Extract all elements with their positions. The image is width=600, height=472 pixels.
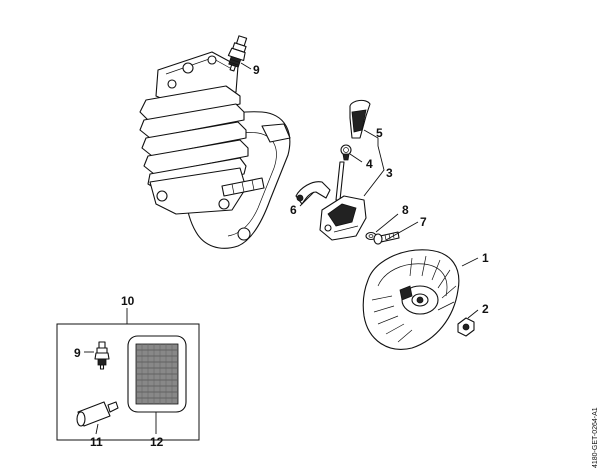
callout-11: 11: [90, 435, 103, 449]
callout-10: 10: [121, 294, 135, 308]
callout-8: 8: [402, 203, 409, 217]
ignition-module-drawing: [319, 195, 367, 241]
callout-1: 1: [482, 251, 489, 265]
air-filter-drawing: [127, 335, 187, 413]
callout-9-box: 9: [74, 346, 81, 360]
leader-lines: [84, 62, 479, 435]
reference-code: 4180-GET-0264-A1: [592, 407, 599, 468]
callout-12: 12: [150, 435, 164, 449]
engine-cylinder-drawing: [139, 51, 291, 249]
short-circuit-wire-drawing: [295, 181, 331, 205]
ignition-lead-drawing: [335, 161, 345, 201]
callout-9-top: 9: [253, 63, 260, 77]
screw-drawing: [373, 231, 400, 245]
kit-spark-plug-drawing: [94, 341, 110, 370]
callout-7: 7: [420, 215, 427, 229]
callout-labels: 1 2 3 4 5 6 7 8 9 10 9 11 12: [74, 63, 489, 449]
callout-2: 2: [482, 302, 489, 316]
spring-clip-drawing: [340, 144, 352, 161]
callout-4: 4: [366, 157, 373, 171]
callout-3: 3: [386, 166, 393, 180]
spark-plug-boot-drawing: [349, 99, 371, 139]
kit-box: [56, 323, 200, 441]
callout-6: 6: [290, 203, 297, 217]
nut-drawing: [457, 317, 475, 337]
fuel-filter-drawing: [76, 401, 119, 427]
flywheel-drawing: [362, 249, 460, 350]
spark-plug-drawing: [227, 35, 248, 72]
callout-5: 5: [376, 126, 383, 140]
